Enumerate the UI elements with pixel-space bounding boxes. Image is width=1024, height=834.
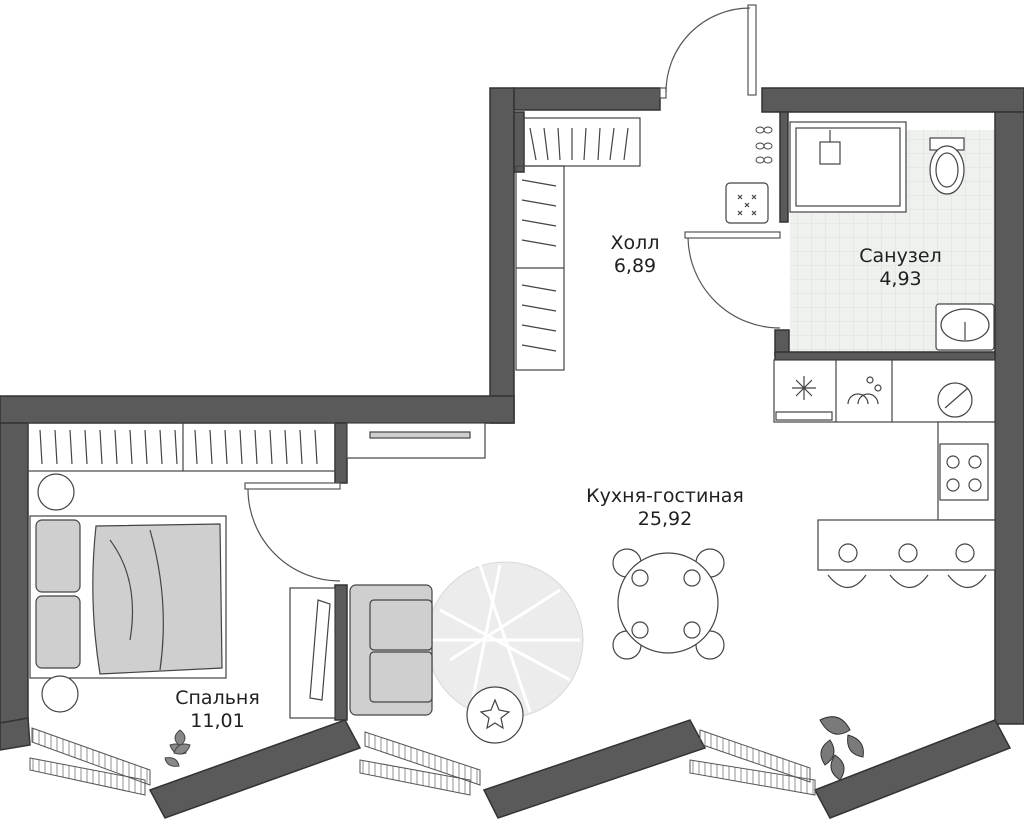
- room-area: 6,89: [613, 255, 657, 277]
- bedroom-wardrobe: [27, 422, 336, 472]
- bedroom-door: [244, 482, 341, 582]
- room-area: 25,92: [637, 508, 693, 530]
- toilet: [929, 137, 965, 195]
- hall-shoes: [755, 126, 773, 164]
- bathroom-sink: [935, 303, 995, 351]
- shower: [789, 121, 907, 213]
- hall-wardrobe: [515, 117, 641, 371]
- room-area: 11,01: [190, 710, 245, 732]
- nightstand-top: [37, 473, 75, 511]
- room-label-kitchen: Кухня-гостиная 25,92: [565, 485, 765, 531]
- radiators: [29, 727, 816, 796]
- plant-living-icon: [819, 716, 864, 781]
- tv-console: [346, 422, 486, 459]
- nightstand-bottom: [41, 675, 79, 713]
- rug-pattern: [430, 564, 580, 713]
- room-name: Санузел: [859, 245, 942, 267]
- walls: [0, 87, 1024, 819]
- room-label-bedroom: Спальня 11,01: [155, 687, 280, 733]
- room-name: Холл: [610, 232, 660, 254]
- coffee-table: [466, 686, 524, 744]
- bathroom-door: [684, 231, 781, 329]
- dining-set: [612, 548, 725, 660]
- kitchen-counter: [773, 359, 996, 521]
- sofa: [349, 584, 433, 716]
- room-name: Спальня: [175, 687, 260, 709]
- plant-bedroom-icon: [164, 729, 191, 767]
- doormat: [725, 182, 769, 224]
- room-name: Кухня-гостиная: [586, 485, 744, 507]
- room-label-bathroom: Санузел 4,93: [838, 245, 963, 291]
- bar-counter: [817, 519, 996, 589]
- entrance-door: [659, 4, 757, 99]
- bed: [29, 515, 227, 679]
- room-area: 4,93: [879, 268, 922, 290]
- bedroom-desk: [289, 587, 336, 719]
- room-label-hall: Холл 6,89: [585, 232, 685, 278]
